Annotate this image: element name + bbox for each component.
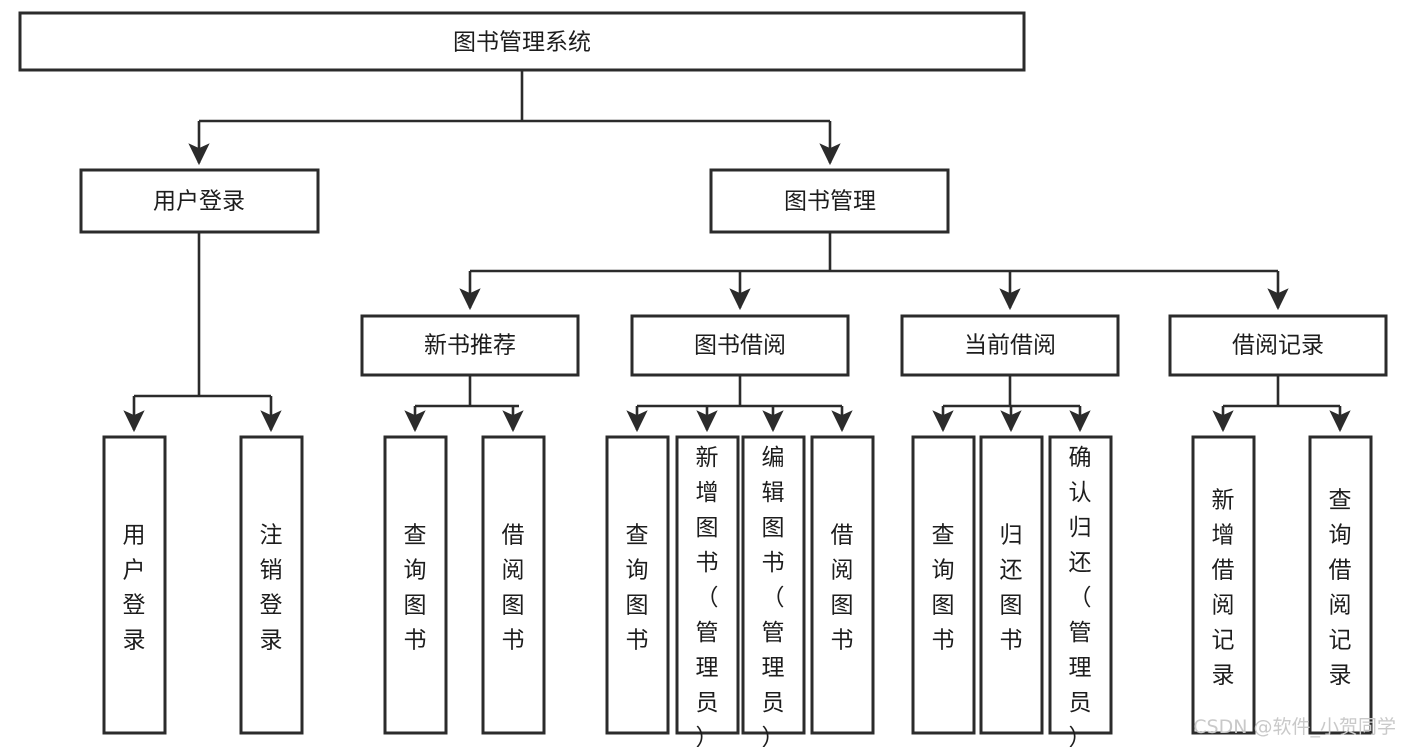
node-current-borrow[interactable]: 当前借阅 <box>900 314 1120 377</box>
node-borrow-record[interactable]: 借阅记录 <box>1168 314 1388 377</box>
node-user-login-box[interactable] <box>79 168 320 234</box>
node-leaf-borrow-book-1-label: 借阅图书 <box>502 522 525 653</box>
node-leaf-add-record-label: 新增借阅记录 <box>1212 487 1235 688</box>
node-borrow-record-label: 借阅记录 <box>1232 333 1324 359</box>
node-leaf-query-book-2[interactable]: 查询图书 <box>605 435 670 735</box>
node-new-book-recommend-label: 新书推荐 <box>424 333 516 359</box>
node-leaf-logout[interactable]: 注销登录 <box>239 435 304 735</box>
node-new-book-recommend-box[interactable] <box>360 314 580 377</box>
node-leaf-query-book-1-label: 查询图书 <box>404 522 427 653</box>
node-leaf-borrow-book-2[interactable]: 借阅图书 <box>810 435 875 735</box>
node-current-borrow-label: 当前借阅 <box>964 333 1056 359</box>
connectors-layer <box>123 70 1351 433</box>
node-book-borrow[interactable]: 图书借阅 <box>630 314 850 377</box>
node-leaf-confirm-return[interactable]: 确认归还（管理员） <box>1048 435 1113 747</box>
node-leaf-add-record-box[interactable] <box>1191 435 1256 735</box>
node-leaf-query-book-1[interactable]: 查询图书 <box>383 435 448 735</box>
node-leaf-query-book-2-box[interactable] <box>605 435 670 735</box>
node-book-management-label: 图书管理 <box>784 189 876 215</box>
node-root[interactable]: 图书管理系统 <box>18 11 1026 72</box>
node-leaf-query-record-label: 查询借阅记录 <box>1329 487 1352 688</box>
node-book-management-box[interactable] <box>709 168 950 234</box>
node-leaf-borrow-book-1[interactable]: 借阅图书 <box>481 435 546 735</box>
node-book-borrow-label: 图书借阅 <box>694 333 786 359</box>
node-leaf-add-book[interactable]: 新增图书（管理员） <box>675 435 740 747</box>
node-user-login-label: 用户登录 <box>153 189 245 215</box>
node-leaf-query-record[interactable]: 查询借阅记录 <box>1308 435 1373 735</box>
csdn-watermark: CSDN @软件_小贺同学 <box>1193 716 1396 738</box>
node-root-label: 图书管理系统 <box>453 30 591 56</box>
node-root-box[interactable] <box>18 11 1026 72</box>
node-leaf-query-book-3-label: 查询图书 <box>932 522 955 653</box>
node-leaf-confirm-return-label: 确认归还（管理员） <box>1069 445 1092 747</box>
node-leaf-return-book[interactable]: 归还图书 <box>979 435 1044 735</box>
node-leaf-query-book-3[interactable]: 查询图书 <box>911 435 976 735</box>
node-leaf-query-book-2-label: 查询图书 <box>626 522 649 653</box>
node-leaf-query-record-box[interactable] <box>1308 435 1373 735</box>
node-leaf-query-book-3-box[interactable] <box>911 435 976 735</box>
leaves-layer: 用户登录 注销登录 查询图书 借阅图书 查询图书 新增图书（管理员） <box>102 435 1373 747</box>
node-leaf-edit-book[interactable]: 编辑图书（管理员） <box>741 435 806 747</box>
node-borrow-record-box[interactable] <box>1168 314 1388 377</box>
node-leaf-borrow-book-2-box[interactable] <box>810 435 875 735</box>
node-leaf-logout-label: 注销登录 <box>260 522 283 653</box>
node-leaf-logout-box[interactable] <box>239 435 304 735</box>
node-user-login[interactable]: 用户登录 <box>79 168 320 234</box>
node-leaf-user-login[interactable]: 用户登录 <box>102 435 167 735</box>
node-leaf-edit-book-box[interactable] <box>741 435 806 735</box>
node-leaf-confirm-return-box[interactable] <box>1048 435 1113 735</box>
node-leaf-add-book-label: 新增图书（管理员） <box>696 445 719 747</box>
node-leaf-add-record[interactable]: 新增借阅记录 <box>1191 435 1256 735</box>
node-leaf-edit-book-label: 编辑图书（管理员） <box>762 445 785 747</box>
node-leaf-borrow-book-2-label: 借阅图书 <box>831 522 854 653</box>
node-new-book-recommend[interactable]: 新书推荐 <box>360 314 580 377</box>
node-leaf-borrow-book-1-box[interactable] <box>481 435 546 735</box>
node-leaf-return-book-label: 归还图书 <box>1000 522 1023 653</box>
node-book-borrow-box[interactable] <box>630 314 850 377</box>
node-leaf-query-book-1-box[interactable] <box>383 435 448 735</box>
node-current-borrow-box[interactable] <box>900 314 1120 377</box>
node-leaf-add-book-box[interactable] <box>675 435 740 735</box>
node-book-management[interactable]: 图书管理 <box>709 168 950 234</box>
node-leaf-user-login-box[interactable] <box>102 435 167 735</box>
node-leaf-return-book-box[interactable] <box>979 435 1044 735</box>
node-leaf-user-login-label: 用户登录 <box>123 522 146 653</box>
